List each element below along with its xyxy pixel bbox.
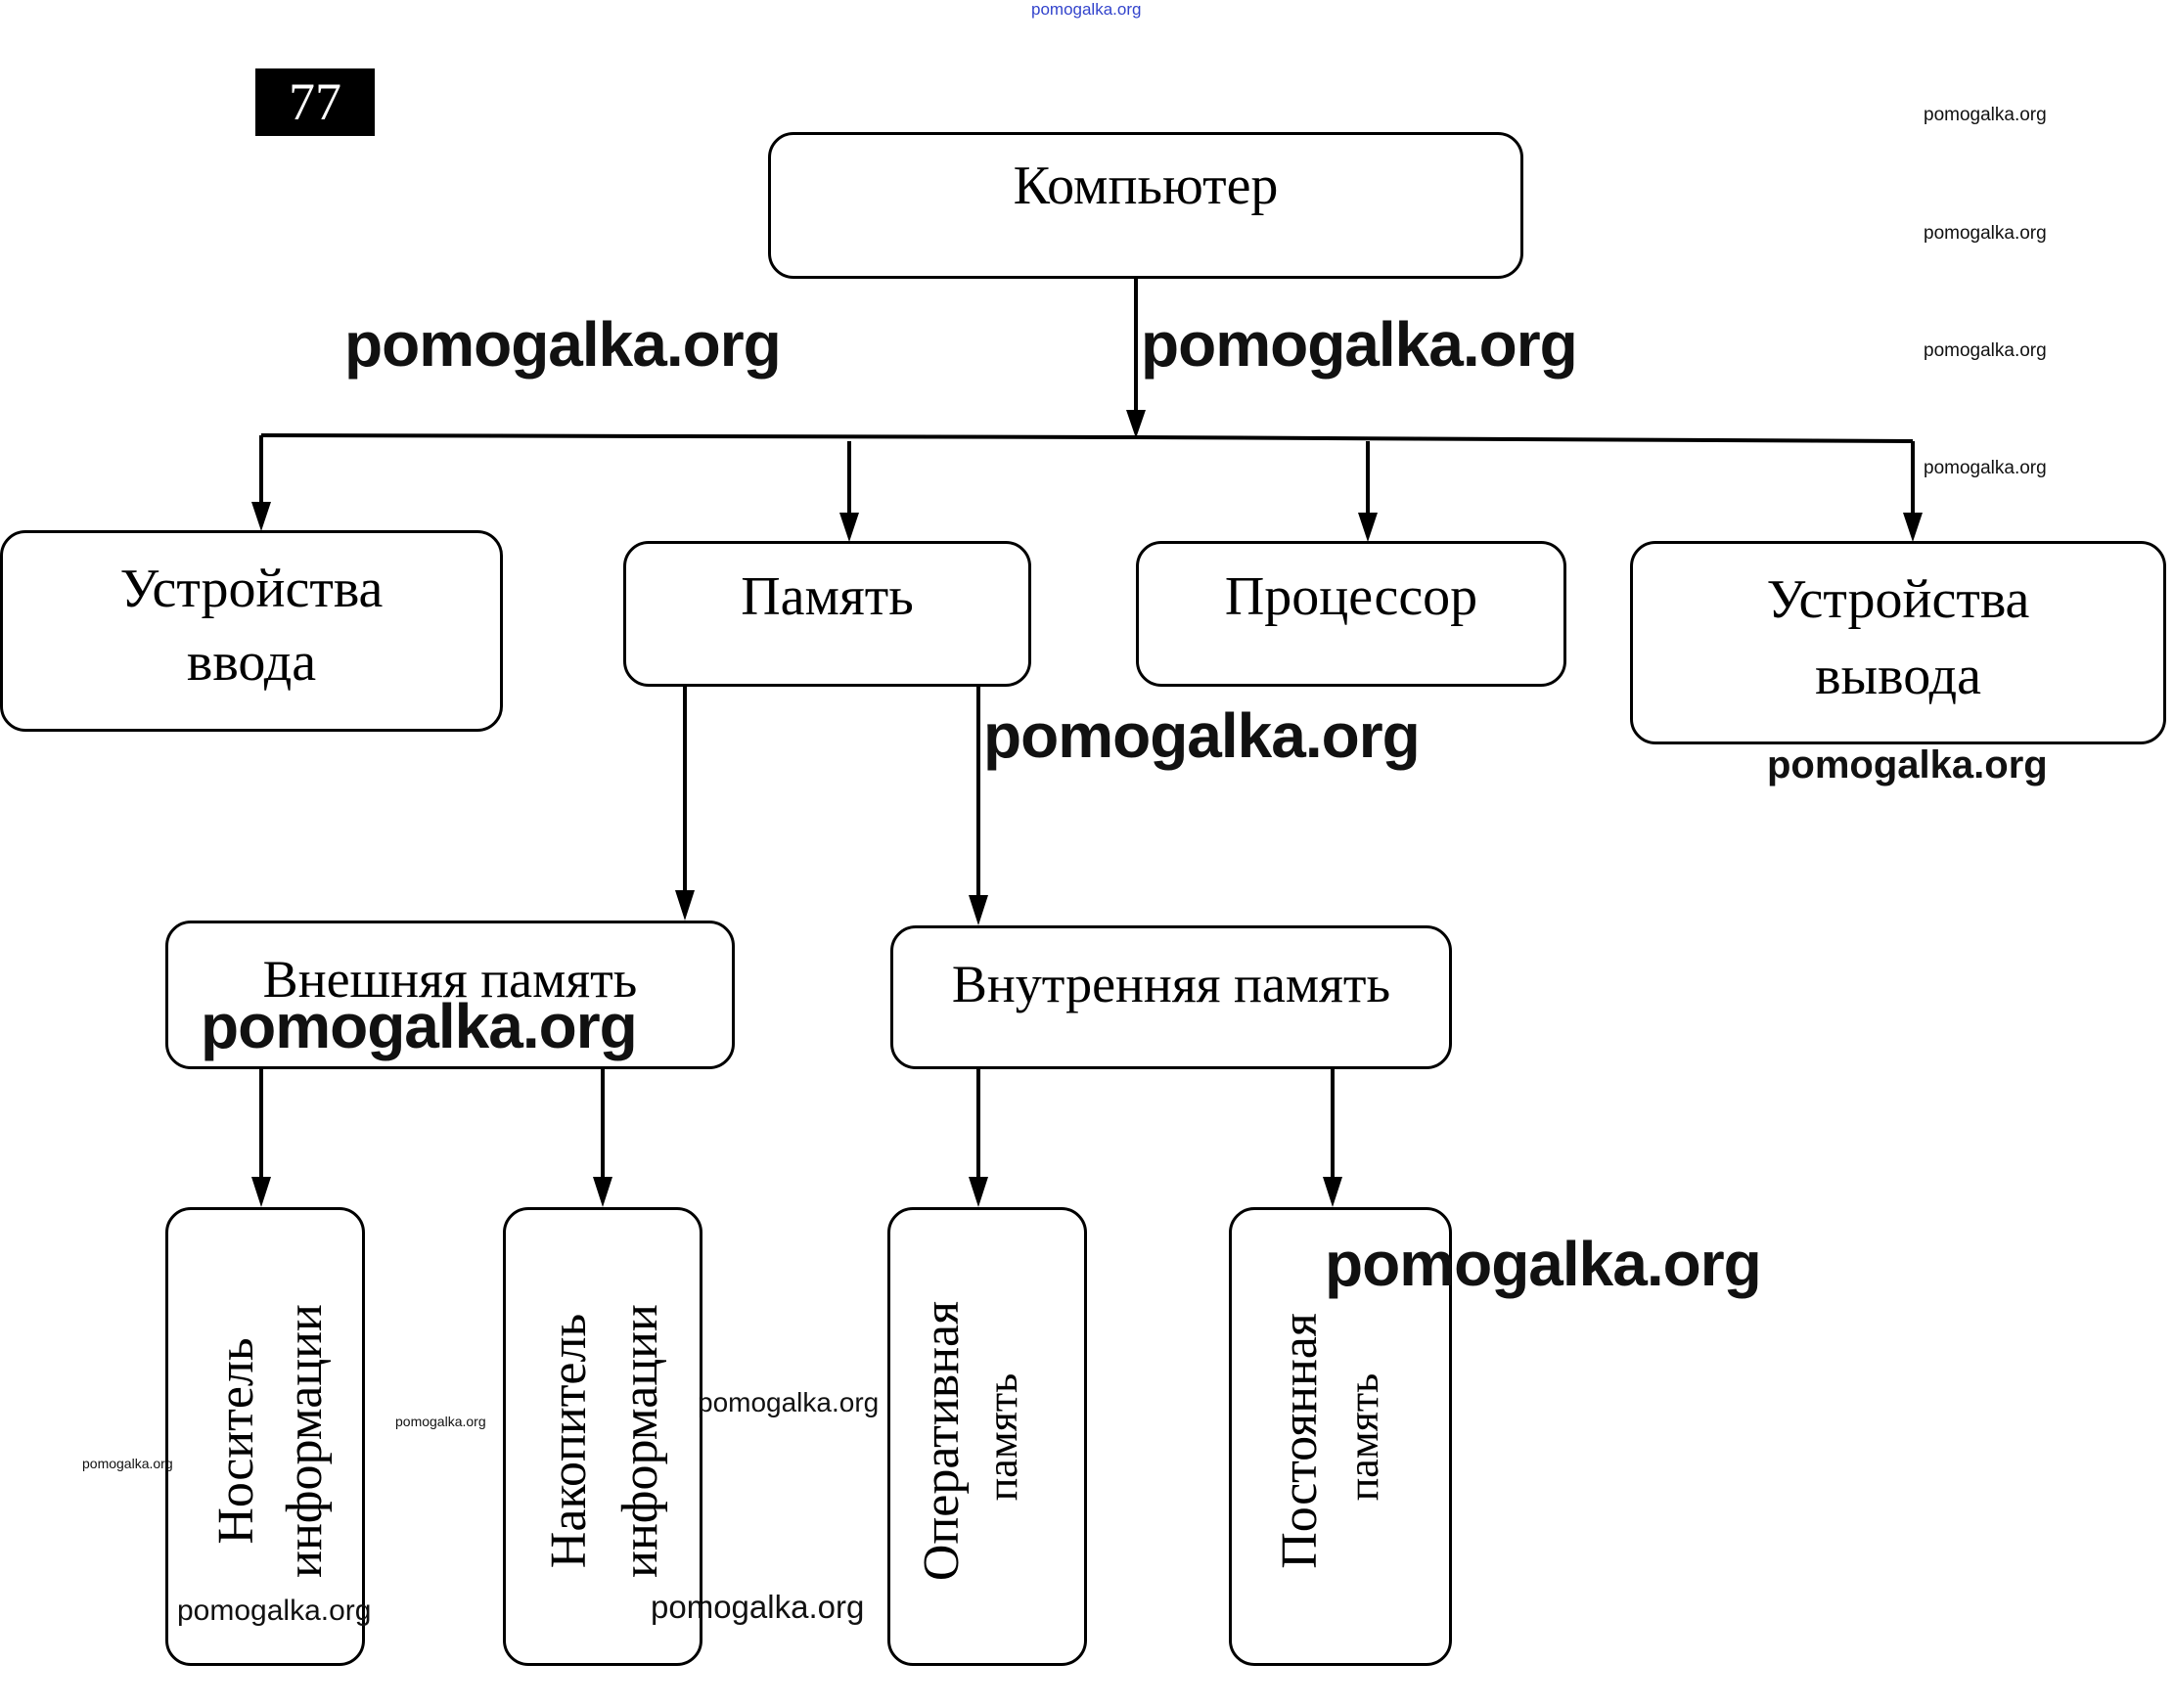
node-memory: Память bbox=[623, 541, 1031, 687]
node-ram: Оперативная память bbox=[887, 1207, 1087, 1666]
node-input-devices: Устройства ввода bbox=[0, 530, 503, 732]
arrowhead-drive bbox=[593, 1177, 612, 1207]
arrowhead-external bbox=[675, 890, 695, 921]
node-storage-drive-line1: Накопитель bbox=[541, 1313, 597, 1569]
arrowhead-medium bbox=[251, 1177, 271, 1207]
node-computer-label: Компьютер bbox=[1013, 156, 1279, 216]
watermark: pomogalka.org bbox=[1924, 458, 2047, 478]
watermark: pomogalka.org bbox=[1924, 105, 2047, 125]
node-processor-label: Процессор bbox=[1224, 566, 1478, 627]
node-storage-medium: Носитель информации bbox=[165, 1207, 365, 1666]
watermark: pomogalka.org bbox=[1767, 743, 2048, 787]
arrowhead-output bbox=[1903, 513, 1923, 542]
arrowhead-memory bbox=[839, 513, 859, 542]
node-rom-line1: Постоянная bbox=[1272, 1313, 1328, 1569]
watermark: pomogalka.org bbox=[1325, 1229, 1762, 1299]
arrowhead-input bbox=[251, 502, 271, 531]
arrowhead-ram bbox=[969, 1177, 988, 1207]
node-internal-memory: Внутренняя память bbox=[890, 925, 1452, 1069]
node-output-devices-line1: Устройства bbox=[1766, 569, 2030, 630]
node-internal-memory-label: Внутренняя память bbox=[951, 955, 1391, 1013]
edge-bus bbox=[260, 433, 1914, 443]
node-input-devices-line1: Устройства bbox=[119, 559, 384, 619]
node-external-memory-label: Внешняя память bbox=[262, 950, 638, 1009]
node-rom: Постоянная память bbox=[1229, 1207, 1452, 1666]
watermark: pomogalka.org bbox=[651, 1589, 865, 1625]
watermark-top: pomogalka.org bbox=[1031, 0, 1142, 19]
node-ram-line1: Оперативная bbox=[914, 1300, 970, 1582]
task-number-badge: 77 bbox=[255, 68, 375, 136]
arrowhead-processor bbox=[1358, 513, 1378, 542]
watermark: pomogalka.org bbox=[201, 991, 638, 1061]
node-computer: Компьютер bbox=[768, 132, 1523, 279]
watermark: pomogalka.org bbox=[1924, 340, 2047, 361]
watermark: pomogalka.org bbox=[395, 1414, 486, 1429]
arrowhead-bus bbox=[1126, 410, 1146, 438]
node-rom-line2: память bbox=[1339, 1372, 1387, 1502]
node-storage-drive-line2: информации bbox=[612, 1304, 668, 1578]
node-storage-drive: Накопитель информации bbox=[503, 1207, 702, 1666]
node-processor: Процессор bbox=[1136, 541, 1566, 687]
node-storage-medium-line2: информации bbox=[277, 1304, 333, 1578]
watermark: pomogalka.org bbox=[983, 700, 1421, 771]
node-external-memory: Внешняя память bbox=[165, 921, 735, 1069]
arrowhead-rom bbox=[1323, 1177, 1342, 1207]
arrowhead-internal bbox=[969, 895, 988, 925]
node-storage-medium-line1: Носитель bbox=[208, 1337, 264, 1545]
watermark: pomogalka.org bbox=[1141, 309, 1578, 380]
watermark: pomogalka.org bbox=[177, 1595, 372, 1627]
watermark: pomogalka.org bbox=[344, 309, 782, 380]
watermark: pomogalka.org bbox=[82, 1456, 173, 1471]
node-input-devices-line2: ввода bbox=[186, 632, 317, 693]
watermark: pomogalka.org bbox=[698, 1387, 880, 1417]
node-ram-line2: память bbox=[978, 1372, 1026, 1502]
node-output-devices: Устройства вывода bbox=[1630, 541, 2166, 744]
node-output-devices-line2: вывода bbox=[1815, 646, 1981, 706]
watermark: pomogalka.org bbox=[1924, 223, 2047, 244]
node-memory-label: Память bbox=[741, 566, 914, 627]
